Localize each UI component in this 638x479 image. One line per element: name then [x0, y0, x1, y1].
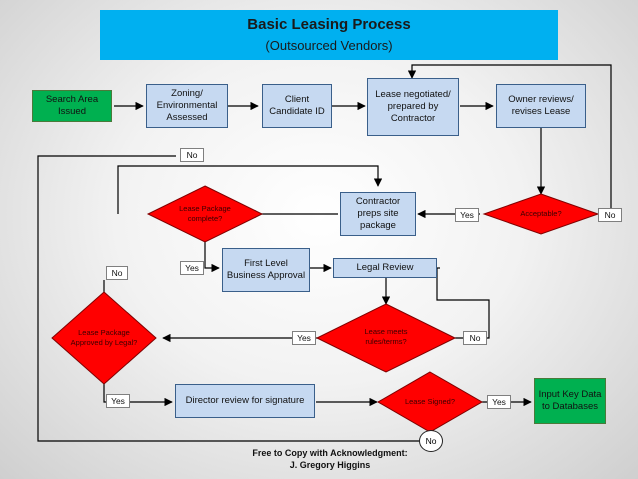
decision-acceptable	[482, 193, 600, 235]
page-title: Basic Leasing Process	[247, 16, 411, 33]
box-legal-review: Legal Review	[333, 258, 437, 278]
footer-line1: Free to Copy with Acknowledgment:	[252, 448, 408, 458]
box-lease-negotiated: Lease negotiated/ prepared by Contractor	[367, 78, 459, 136]
decision-acceptable-text: Acceptable?	[520, 209, 562, 218]
decision-meets-rules	[315, 303, 457, 373]
label-no-meets: No	[463, 331, 487, 345]
arrow-approved-to-director	[103, 378, 173, 407]
decision-package-complete-text: Lease Package complete?	[179, 204, 231, 223]
label-no-signed-connector: No	[419, 430, 443, 452]
decision-signed-text: Lease Signed?	[404, 397, 456, 406]
arrow-complete-no-loop	[117, 165, 383, 214]
label-no-complete: No	[180, 148, 204, 162]
box-director-review: Director review for signature	[175, 384, 315, 418]
page-subtitle: (Outsourced Vendors)	[265, 38, 393, 53]
box-first-level-approval: First Level Business Approval	[222, 248, 310, 292]
decision-package-approved-text: Lease Package Approved by Legal?	[70, 328, 138, 347]
box-input-key-data: Input Key Data to Databases	[534, 378, 606, 424]
box-search-area: Search Area Issued	[32, 90, 112, 122]
label-yes-signed: Yes	[487, 395, 511, 409]
label-no-approved: No	[106, 266, 128, 280]
footer-credit: Free to Copy with Acknowledgment: J. Gre…	[200, 447, 460, 471]
footer-line2: J. Gregory Higgins	[289, 460, 371, 470]
decision-shapes	[51, 185, 600, 433]
label-yes-complete: Yes	[180, 261, 204, 275]
decision-package-complete	[146, 185, 264, 243]
box-client-candidate: Client Candidate ID	[262, 84, 332, 128]
label-yes-approved: Yes	[106, 394, 130, 408]
arrow-meets-no	[436, 268, 490, 339]
box-contractor-preps: Contractor preps site package	[340, 192, 416, 236]
label-yes-acceptable: Yes	[455, 208, 479, 222]
arrow-complete-to-firstlevel	[204, 240, 220, 273]
arrow-acceptable-no-loop	[407, 64, 612, 208]
decision-package-approved	[51, 291, 157, 385]
box-zoning: Zoning/ Environmental Assessed	[146, 84, 228, 128]
title-banner: Basic Leasing Process (Outsourced Vendor…	[100, 10, 558, 60]
label-no-acceptable: No	[598, 208, 622, 222]
box-owner-reviews: Owner reviews/ revises Lease	[496, 84, 586, 128]
decision-meets-rules-text: Lease meets rules/terms?	[364, 327, 408, 346]
label-yes-meets: Yes	[292, 331, 316, 345]
